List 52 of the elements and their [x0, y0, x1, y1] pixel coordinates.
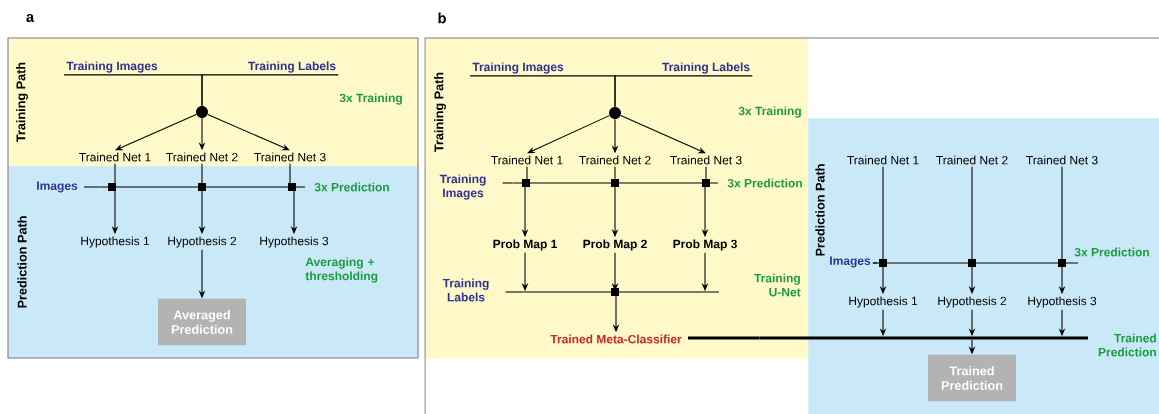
connector-line — [687, 336, 760, 340]
node-label: Hypothesis 3 — [260, 236, 329, 248]
node-label: Hypothesis 2 — [168, 236, 237, 248]
node-label: Trained Net 3 — [1026, 155, 1098, 165]
node-label: Trained Net 1 — [847, 155, 919, 165]
connector-line — [502, 182, 514, 184]
node-label: Hypothesis 2 — [938, 296, 1007, 308]
output-label: Trained Meta-Classifier — [550, 334, 682, 344]
step-label: 3x Prediction — [314, 182, 389, 192]
result-box: Trained Prediction — [928, 354, 1016, 402]
input-label: Training Labels — [442, 278, 489, 302]
junction-line — [513, 179, 718, 187]
input-label: Images — [37, 181, 78, 193]
step-label: Training U-Net — [754, 273, 801, 297]
node-label: Trained Net 1 — [491, 155, 563, 165]
step-label: 3x Training — [738, 106, 801, 118]
input-label: Images — [830, 256, 871, 268]
input-label: Training Labels — [662, 62, 750, 74]
node-label: Trained Net 2 — [936, 155, 1008, 165]
connector-line — [872, 262, 878, 264]
node-label: Hypothesis 1 — [81, 236, 150, 248]
node-label: Trained Net 3 — [670, 155, 742, 165]
step-label: Trained Prediction — [1098, 333, 1156, 357]
node-label: Trained Net 1 — [79, 152, 151, 162]
panel-letter: a — [26, 14, 35, 22]
connector-line — [505, 291, 525, 293]
step-label: 3x Prediction — [727, 178, 802, 188]
arrow — [527, 115, 610, 154]
node-label: Hypothesis 1 — [849, 296, 918, 308]
input-label: Training Images — [472, 62, 564, 74]
input-label: Training Images — [66, 61, 158, 73]
node-label: Prob Map 2 — [583, 239, 647, 251]
node-label: Hypothesis 3 — [1028, 296, 1097, 308]
step-label: Averaging + thresholding — [305, 257, 378, 283]
node-label: Prob Map 1 — [493, 239, 557, 251]
step-label: 3x Training — [339, 93, 402, 105]
input-label: Training Images — [439, 174, 486, 200]
step-label: 3x Prediction — [1074, 247, 1149, 257]
node-label: Trained Net 3 — [254, 152, 326, 162]
input-label: Training Labels — [248, 61, 336, 73]
node-label: Prob Map 3 — [673, 239, 737, 251]
connector-line — [201, 74, 339, 107]
result-box: Averaged Prediction — [158, 298, 246, 346]
arrow — [115, 114, 197, 151]
connector-line — [83, 186, 101, 188]
panel-letter: b — [438, 12, 446, 24]
arrow — [207, 113, 290, 151]
arrow — [620, 115, 706, 154]
node-label: Trained Net 2 — [579, 155, 651, 165]
connector-line — [614, 75, 753, 108]
junction-line — [100, 183, 305, 191]
node-label: Trained Net 2 — [166, 152, 238, 162]
